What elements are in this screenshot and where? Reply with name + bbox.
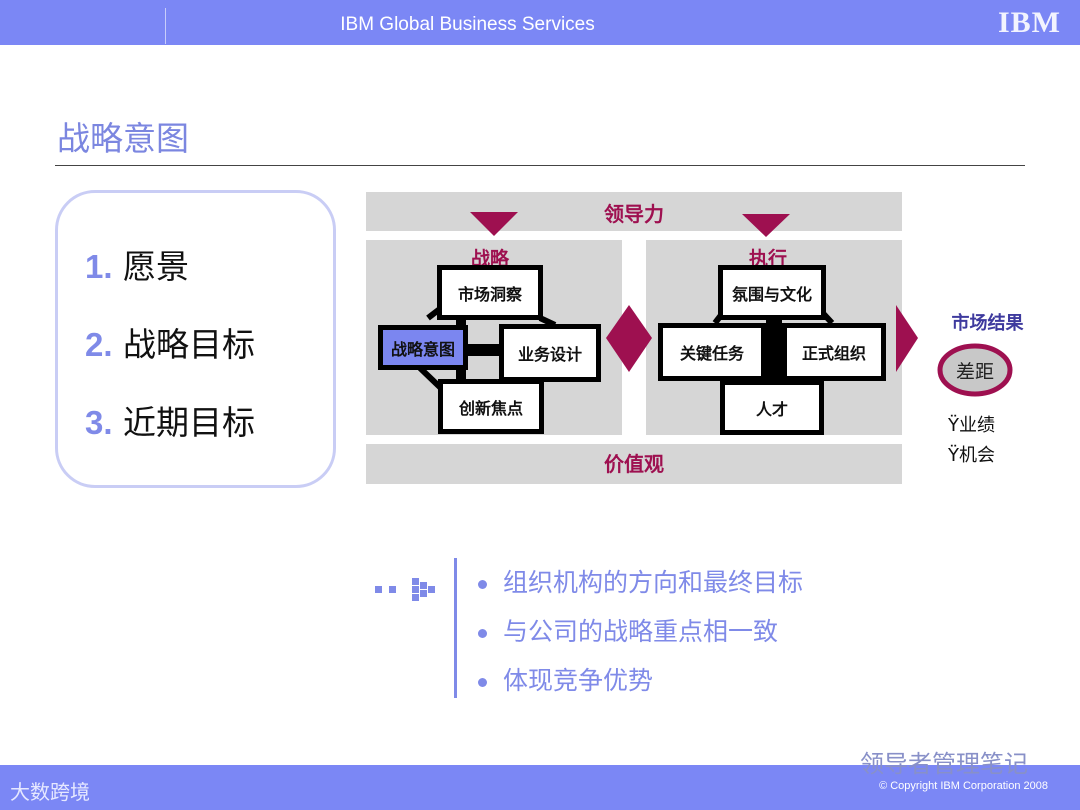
connector — [456, 316, 466, 434]
bullet-item: 体现竞争优势 — [478, 661, 653, 697]
bullet-item: 与公司的战略重点相一致 — [478, 612, 778, 648]
arrow-dots-icon — [375, 576, 439, 606]
slide-title: 战略意图 — [57, 119, 189, 158]
execution-label: 执行 — [748, 248, 787, 270]
goals-box — [55, 190, 336, 488]
header-bar: IBM Global Business Services IBM — [0, 0, 1080, 45]
list-item: 3. 近期目标 — [85, 403, 256, 442]
title-rule — [55, 165, 1025, 166]
box-strategic-intent: 战略意图 — [378, 325, 468, 370]
down-triangle-icon — [470, 212, 518, 236]
box-formal-organization: 正式组织 — [782, 323, 886, 381]
result-item: Ÿ业绩 — [948, 415, 995, 436]
box-market-insight: 市场洞察 — [437, 265, 543, 320]
box-talent: 人才 — [720, 380, 824, 435]
header-title: IBM Global Business Services — [340, 14, 595, 35]
market-results-label: 市场结果 — [951, 313, 1024, 334]
list-item: 2. 战略目标 — [85, 325, 256, 364]
connector — [766, 316, 782, 382]
leadership-band: 领导力 — [366, 192, 902, 231]
list-item: 1. 愿景 — [85, 247, 190, 286]
watermark-right: 领导者管理笔记 — [860, 750, 1028, 778]
header-divider — [165, 8, 166, 44]
gap-label: 差距 — [955, 361, 994, 383]
diamond-icon — [606, 305, 652, 372]
ibm-logo: IBM — [998, 6, 1061, 39]
footer-bar: 大数跨境 © Copyright IBM Corporation 2008 — [0, 765, 1080, 810]
box-critical-tasks: 关键任务 — [658, 323, 766, 381]
connector — [462, 344, 502, 356]
values-band: 价值观 — [366, 444, 902, 484]
box-business-design: 业务设计 — [499, 324, 601, 382]
down-triangle-icon — [742, 214, 790, 237]
right-arrow-icon — [896, 305, 918, 372]
result-item: Ÿ机会 — [948, 445, 995, 466]
bullet-item: 组织机构的方向和最终目标 — [478, 563, 803, 599]
gap-ellipse — [937, 343, 1013, 397]
copyright: © Copyright IBM Corporation 2008 — [879, 780, 1048, 792]
bullet-divider — [454, 558, 457, 698]
strategy-label: 战略 — [470, 248, 509, 270]
box-innovation-focus: 创新焦点 — [438, 379, 544, 434]
box-climate-culture: 氛围与文化 — [718, 265, 826, 320]
watermark-left: 大数跨境 — [10, 780, 90, 804]
